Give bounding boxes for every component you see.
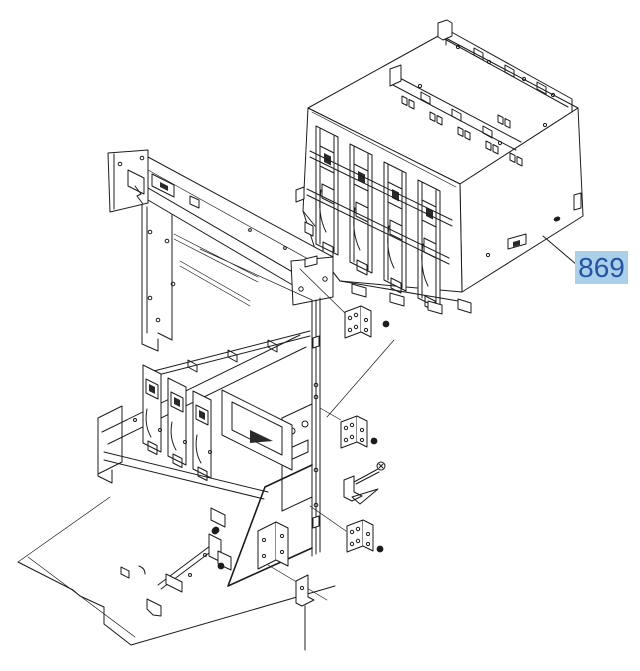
- top-screws: [417, 44, 556, 146]
- right-face-details: [485, 192, 582, 258]
- side-fastener-brackets: [299, 268, 395, 553]
- carriage-assembly: [97, 330, 311, 500]
- top-middle-rail: [389, 64, 522, 151]
- cartridge-modules: [306, 125, 453, 312]
- top-rear-rail: [437, 19, 573, 113]
- bottom-center-brackets: [210, 505, 347, 651]
- chassis-top-beam: [107, 149, 334, 306]
- chassis-left-post: [141, 204, 313, 352]
- developing-unit-assembly: [295, 19, 584, 315]
- callout-leader-line: [542, 235, 578, 266]
- part-callout-869[interactable]: 869: [575, 251, 628, 284]
- base-plate: [17, 496, 336, 646]
